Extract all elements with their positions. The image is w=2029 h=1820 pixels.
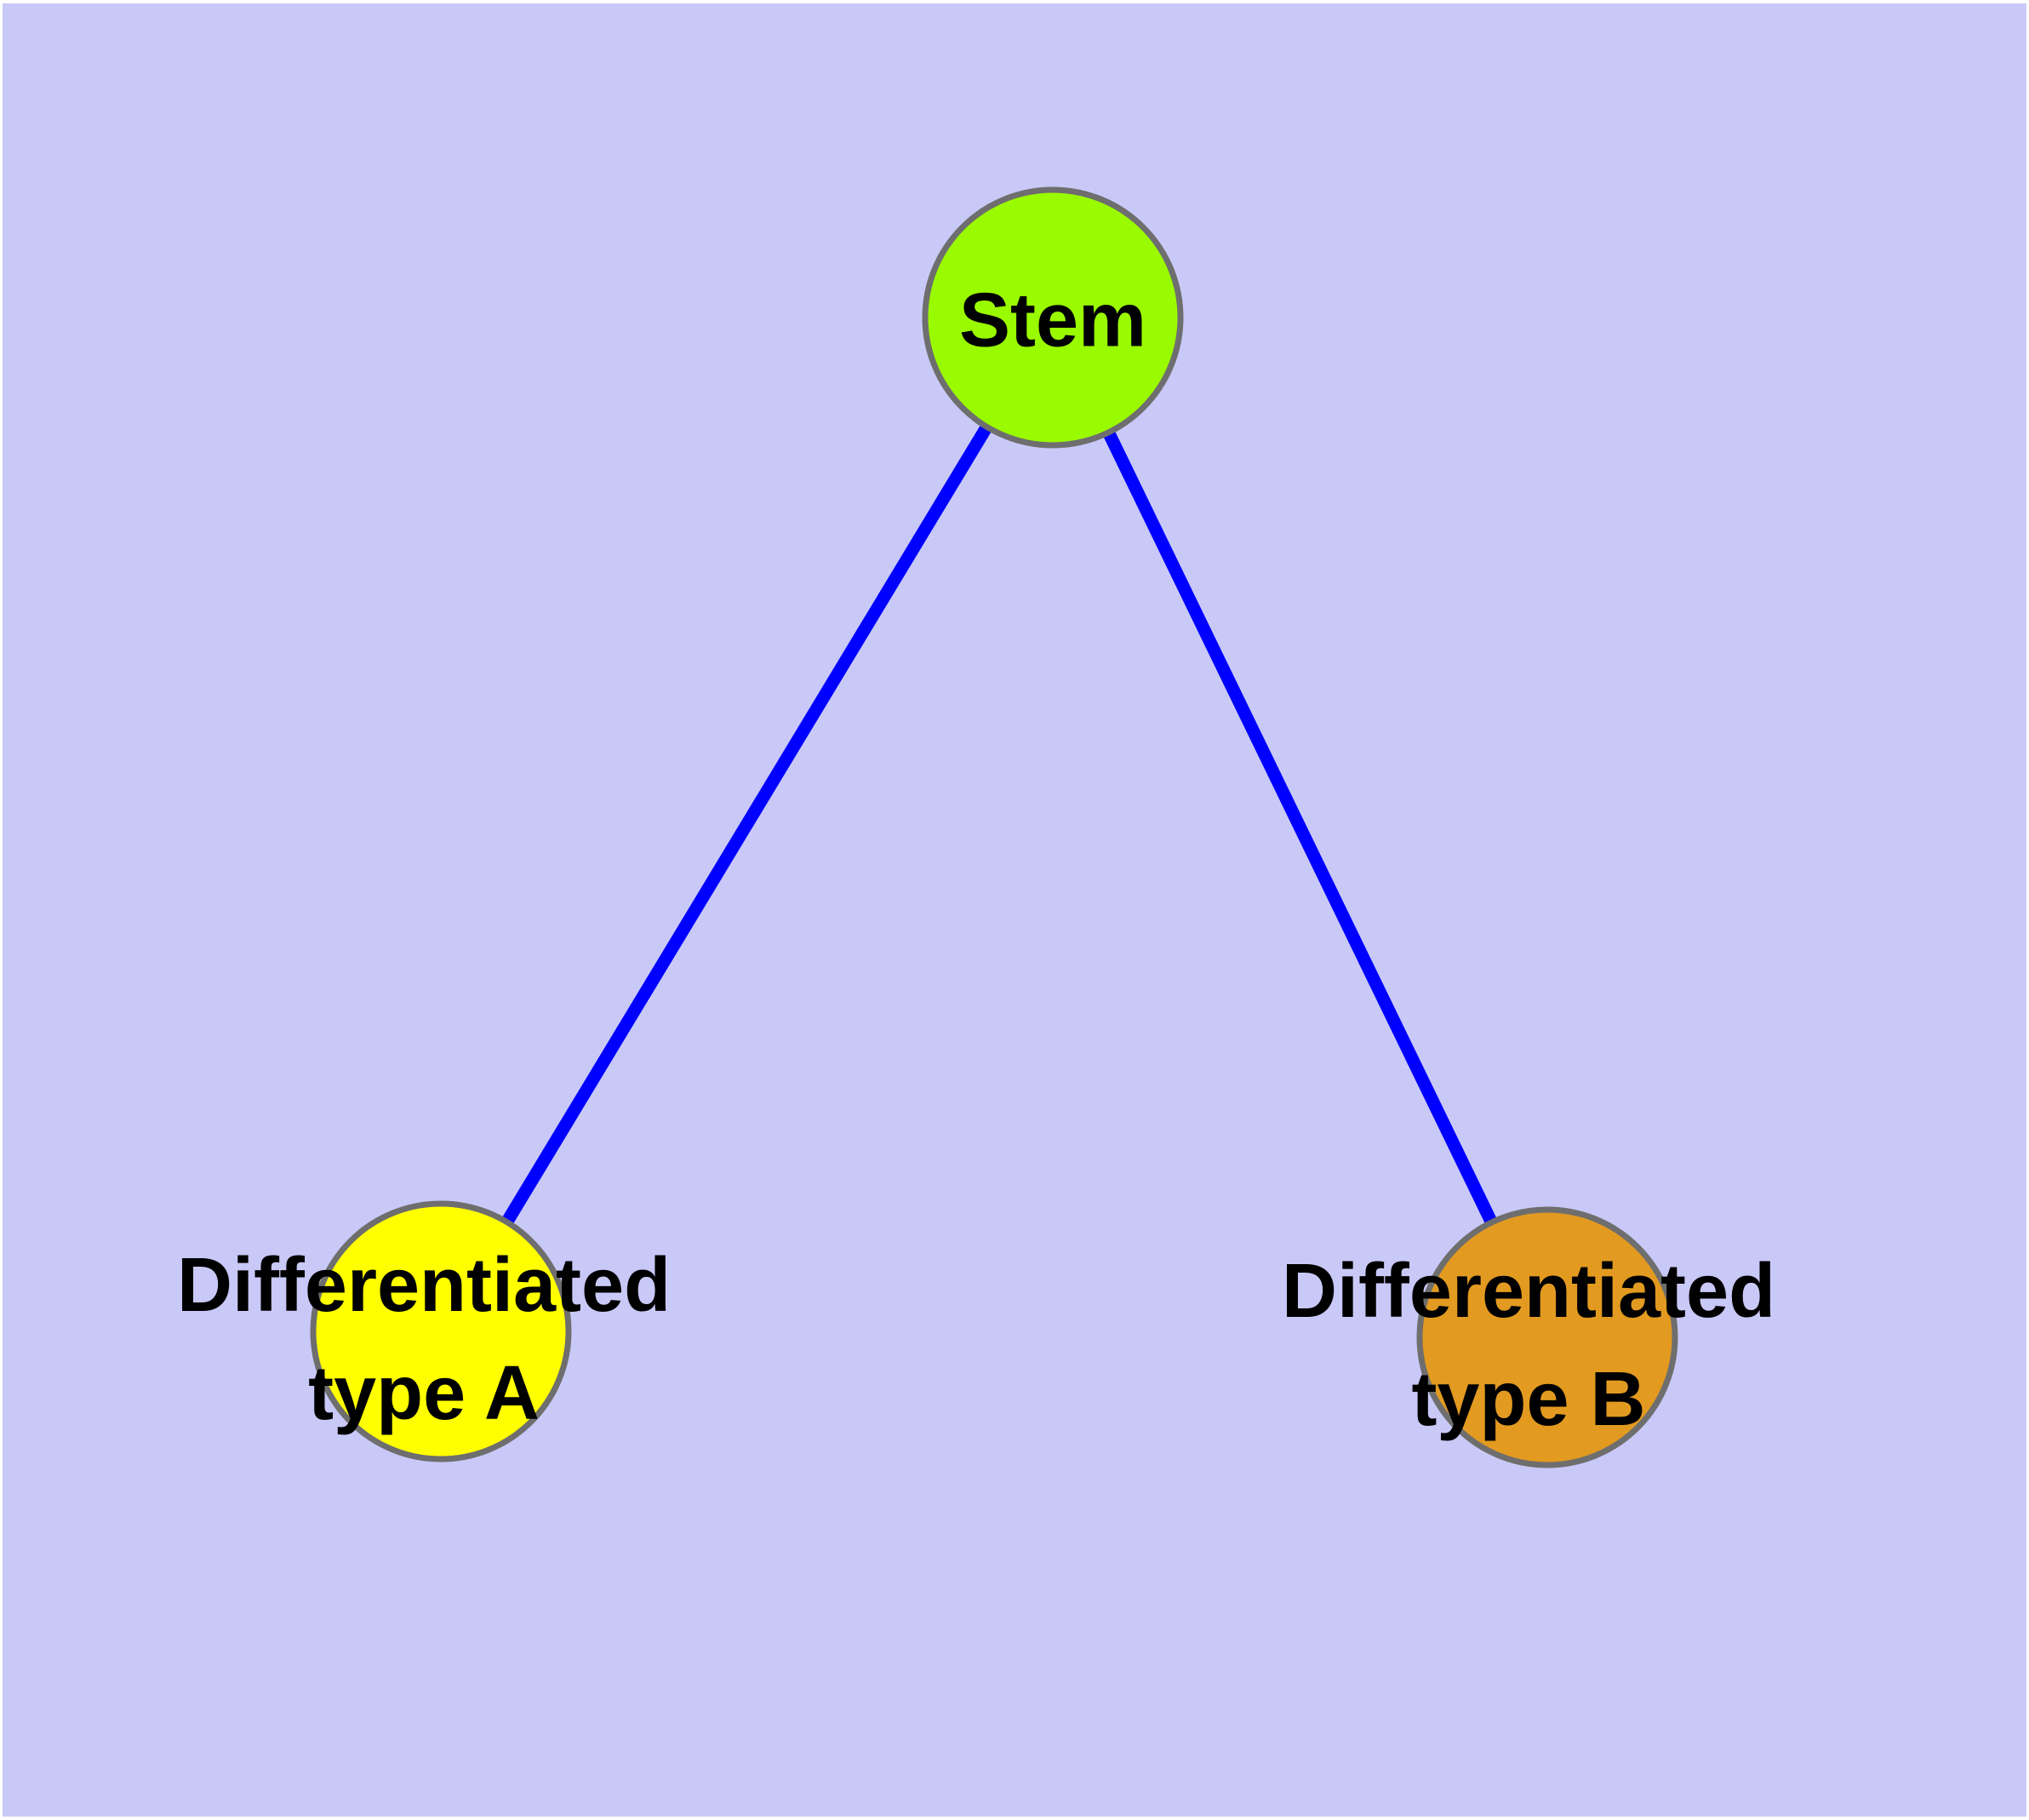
node-stem [922,186,1184,449]
edge-stem-to-type-a [435,314,1059,1335]
node-label-stem: Stem [958,278,1147,363]
node-differentiated-type-a [310,1200,572,1462]
edge-stem-to-type-b [1047,314,1553,1341]
node-label-differentiated-type-b: Differentiated type B [1281,1249,1776,1442]
node-label-differentiated-type-a: Differentiated type A [176,1243,672,1436]
node-differentiated-type-b [1416,1206,1678,1468]
